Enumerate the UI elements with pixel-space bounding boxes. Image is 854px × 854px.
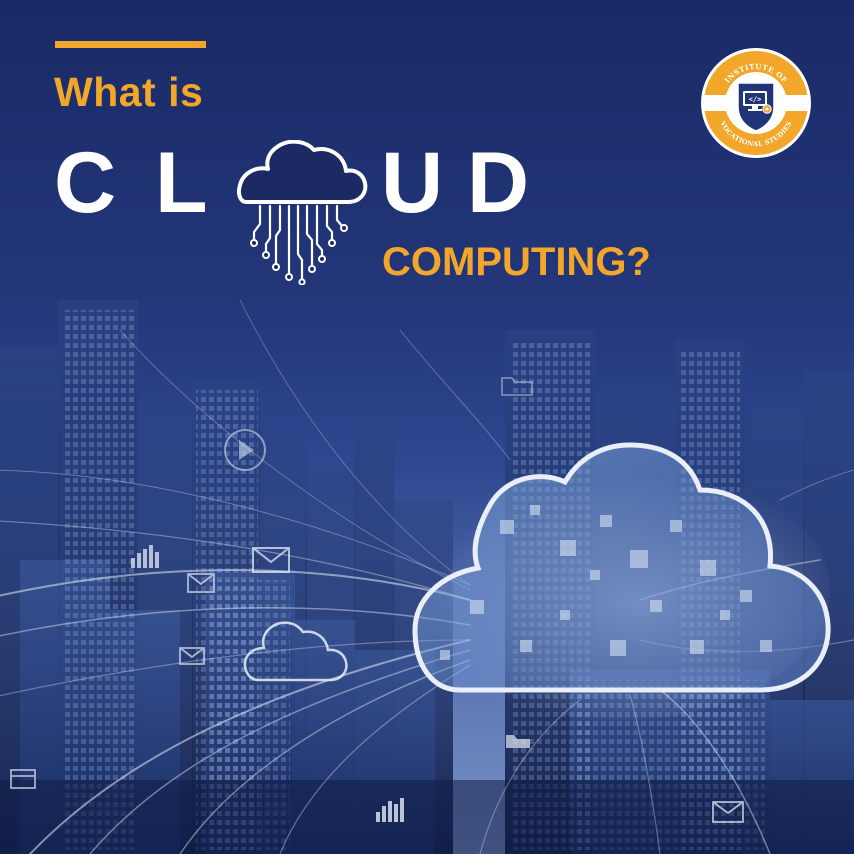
play-icon [224, 429, 266, 471]
title-letter-u: U [381, 135, 444, 231]
folder-icon [501, 377, 533, 396]
media-icon [10, 769, 36, 789]
folder-icon [506, 735, 530, 748]
mail-icon [187, 573, 215, 593]
bar-chart-icon [376, 798, 404, 822]
title-computing: COMPUTING? [382, 240, 651, 284]
mail-icon [252, 547, 290, 573]
bar-chart-icon [131, 545, 159, 568]
code-monitor-icon: </> [743, 91, 772, 114]
title-letter-l: L [155, 135, 208, 231]
title-what-is: What is [54, 69, 204, 115]
accent-bar [55, 41, 206, 48]
title-letter-c: C [54, 135, 117, 231]
title-letter-d: D [467, 135, 530, 231]
circuit-cloud-icon [236, 140, 368, 285]
mail-icon [712, 801, 744, 823]
pixel-cloud-icon [410, 442, 831, 720]
svg-text:</>: </> [749, 96, 762, 104]
institute-badge: </> INSTITUTE OF VOCATIONAL STUDIES [701, 48, 811, 158]
outline-cloud-icon [243, 621, 348, 682]
mail-icon [179, 647, 205, 665]
